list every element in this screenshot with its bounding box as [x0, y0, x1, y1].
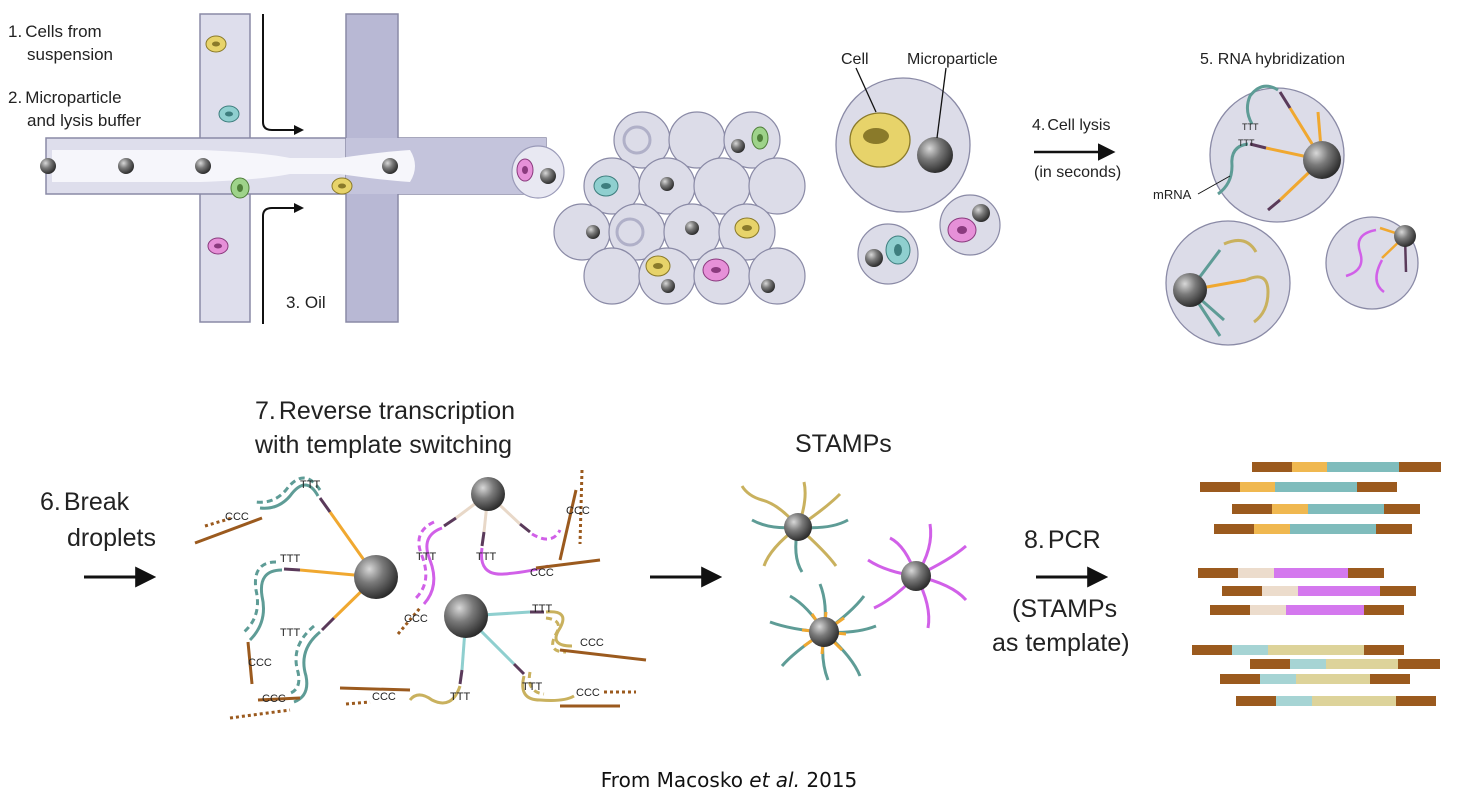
step-1-label: 1.Cells from [8, 22, 102, 41]
pcr-amplicon [1236, 696, 1436, 706]
svg-text:TTT: TTT [416, 551, 436, 563]
svg-text:TTT: TTT [522, 681, 542, 693]
pcr-products [1192, 462, 1441, 706]
stamp-bead-teal-orange [769, 583, 877, 681]
bead [382, 158, 398, 174]
bead [1394, 225, 1416, 247]
svg-text:CCC: CCC [566, 505, 590, 517]
stamp-bead-teal-gold [740, 481, 849, 573]
step-6-label: 6.Break [40, 488, 130, 516]
step-1-label-line2: suspension [27, 45, 113, 64]
svg-text:TTT: TTT [1242, 122, 1259, 132]
stamps-group [740, 481, 968, 681]
step-8-label: 8.PCR [1024, 526, 1101, 554]
svg-text:CCC: CCC [372, 691, 396, 703]
bead [195, 158, 211, 174]
step-6-label-line2: droplets [67, 524, 156, 552]
svg-text:CCC: CCC [262, 693, 286, 705]
cell-label: Cell [841, 51, 869, 68]
svg-text:TTT: TTT [532, 603, 552, 615]
teal-cell-icon [218, 105, 240, 123]
microparticle-label: Microparticle [907, 51, 998, 68]
step-2-label: 2.Microparticle [8, 88, 122, 107]
bead [1173, 273, 1207, 307]
step-8-sub-2: as template) [992, 629, 1130, 657]
svg-text:TTT: TTT [450, 691, 470, 703]
svg-text:CCC: CCC [580, 637, 604, 649]
svg-text:TTT: TTT [300, 479, 320, 491]
svg-text:CCC: CCC [225, 511, 249, 523]
oil-flow-arrow-bottom [262, 203, 304, 324]
oil-flow-arrow-top [262, 14, 304, 135]
hybridization-droplets: TTT TTT [1165, 84, 1419, 346]
svg-text:TTT: TTT [1238, 138, 1255, 148]
green-cell-icon [230, 177, 250, 199]
pcr-amplicon [1210, 605, 1404, 615]
svg-text:CCC: CCC [530, 567, 554, 579]
pcr-amplicon [1192, 645, 1404, 655]
step-5-label: 5. RNA hybridization [1200, 51, 1345, 68]
svg-text:CCC: CCC [404, 613, 428, 625]
svg-text:TTT: TTT [280, 627, 300, 639]
step-7-label-line2: with template switching [254, 431, 512, 459]
stamps-label: STAMPs [795, 430, 892, 458]
bead [354, 555, 398, 599]
bead [118, 158, 134, 174]
svg-text:TTT: TTT [280, 553, 300, 565]
bead [540, 168, 556, 184]
svg-text:CCC: CCC [576, 687, 600, 699]
pcr-amplicon [1222, 586, 1416, 596]
rt-sequence-labels: CCC TTT TTT TTT CCC CCC TTT CCC TTT CCC … [225, 479, 604, 705]
bead [444, 594, 488, 638]
pink-cell-icon [207, 237, 229, 255]
step-7-label: 7.Reverse transcription [255, 397, 515, 425]
microfluidic-device [40, 13, 565, 324]
pcr-amplicon [1250, 659, 1440, 669]
cell-icon [849, 112, 911, 168]
step-8-sub-1: (STAMPs [1012, 595, 1117, 623]
pcr-amplicon [1220, 674, 1410, 684]
droplet-detail [835, 67, 1001, 285]
svg-text:TTT: TTT [476, 551, 496, 563]
bead [471, 477, 505, 511]
droplet-contents [586, 125, 775, 293]
bead [40, 158, 56, 174]
yellow-cell-icon [205, 35, 227, 53]
step-2-label-line2: and lysis buffer [27, 111, 141, 130]
pcr-amplicon [1232, 504, 1420, 514]
bead [1303, 141, 1341, 179]
step-3-label: 3. Oil [286, 293, 326, 312]
mrna-label: mRNA [1153, 187, 1192, 202]
stamp-bead-magenta [867, 523, 968, 629]
step-4-sub: (in seconds) [1034, 164, 1121, 181]
svg-text:CCC: CCC [248, 657, 272, 669]
pcr-amplicon [1214, 524, 1412, 534]
pink-cell-icon [516, 158, 534, 182]
figure-caption: From Macosko et al. 2015 [600, 768, 858, 792]
step-4-label: 4.Cell lysis [1032, 117, 1110, 134]
pcr-amplicon [1252, 462, 1441, 472]
pcr-amplicon [1200, 482, 1397, 492]
yellow-cell-icon [331, 177, 353, 195]
microparticle-icon [917, 137, 953, 173]
pcr-amplicon [1198, 568, 1384, 578]
